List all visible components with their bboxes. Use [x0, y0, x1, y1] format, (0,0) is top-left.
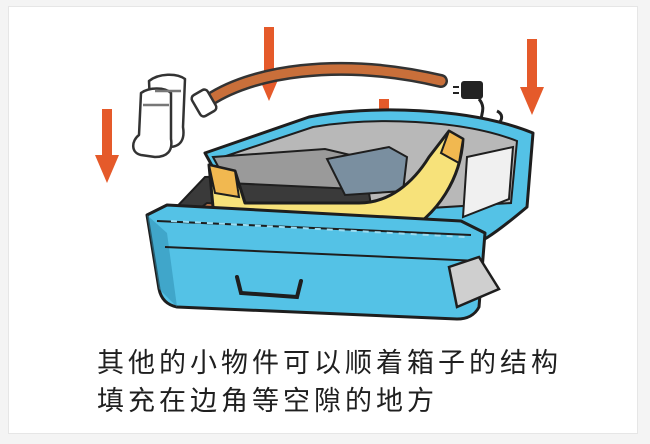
caption-line-1: 其他的小物件可以顺着箱子的结构: [97, 348, 562, 379]
caption: 其他的小物件可以顺着箱子的结构 填充在边角等空隙的地方: [97, 345, 617, 421]
suitcase-icon: [145, 108, 535, 321]
down-arrow-icon: [95, 109, 119, 183]
socks-icon: [132, 73, 187, 159]
caption-line-2: 填充在边角等空隙的地方: [97, 386, 438, 417]
belt-icon: [190, 61, 448, 118]
image-frame: 其他的小物件可以顺着箱子的结构 填充在边角等空隙的地方: [8, 6, 638, 434]
down-arrow-icon: [520, 39, 544, 115]
down-arrow-icon: [257, 27, 281, 101]
packing-illustration: [95, 27, 544, 321]
